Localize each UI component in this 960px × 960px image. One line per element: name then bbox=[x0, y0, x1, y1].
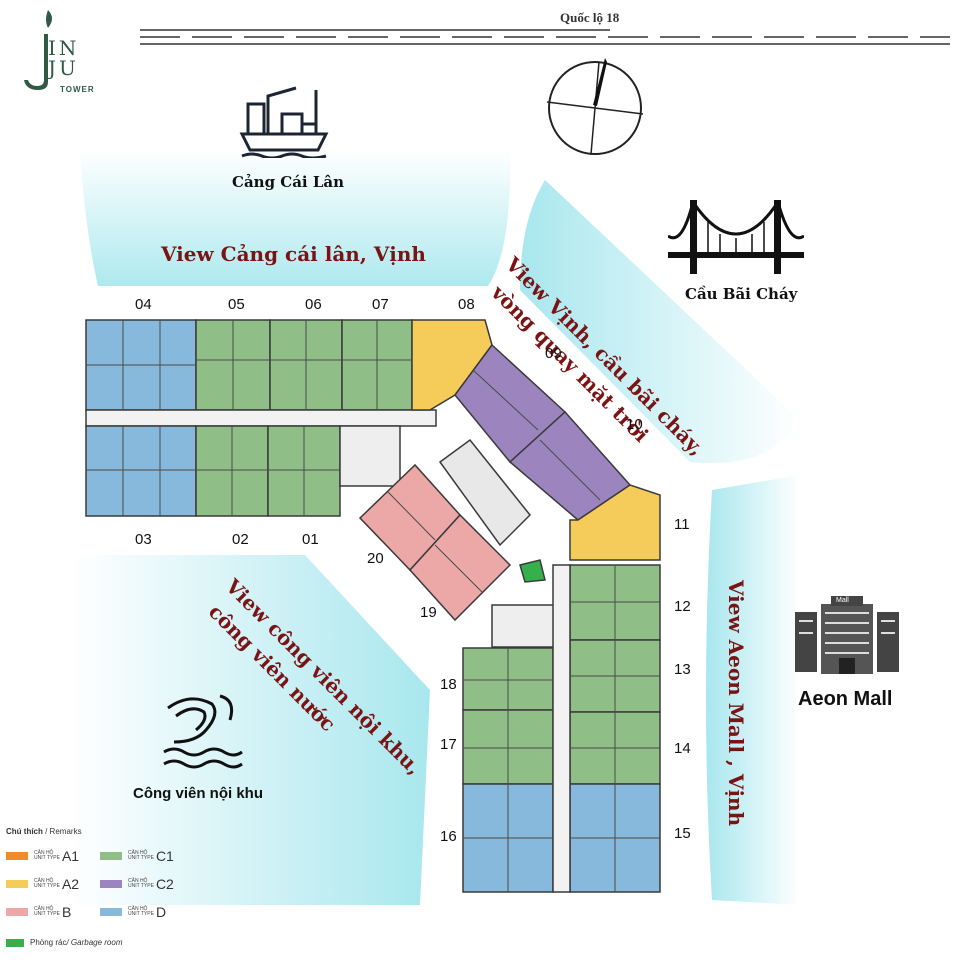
unit-number: 12 bbox=[674, 598, 691, 615]
unit-11 bbox=[569, 484, 661, 561]
port-label: Cảng Cái Lân bbox=[232, 173, 345, 191]
legend-code: D bbox=[155, 904, 167, 920]
legend-can-ho: CĂN HỘ bbox=[34, 878, 54, 884]
unit-number: 15 bbox=[674, 825, 691, 842]
road-label: Quốc lộ 18 bbox=[560, 10, 620, 25]
legend-code: B bbox=[61, 904, 72, 920]
legend-title-en: / Remarks bbox=[42, 827, 82, 836]
legend-title-vi: Chú thích bbox=[6, 827, 43, 836]
logo-tower: TOWER bbox=[60, 85, 95, 94]
unit-19 bbox=[408, 513, 512, 622]
unit-number: 20 bbox=[367, 550, 384, 567]
stair-west bbox=[339, 425, 401, 487]
legend-unit-type: UNIT TYPE bbox=[34, 911, 60, 917]
legend-swatch bbox=[100, 852, 122, 860]
corridor-west bbox=[85, 409, 437, 427]
logo-line-2: JU bbox=[48, 56, 79, 80]
unit-number: 07 bbox=[372, 296, 389, 313]
legend-unit-type: UNIT TYPE bbox=[128, 855, 154, 861]
compass-icon bbox=[546, 58, 644, 155]
legend-code: C1 bbox=[155, 848, 174, 864]
mall-sign: Mall bbox=[836, 597, 849, 604]
legend-code: C2 bbox=[155, 876, 174, 892]
legend-swatch bbox=[6, 852, 28, 860]
legend-code: A2 bbox=[61, 876, 80, 892]
unit-number: 02 bbox=[232, 531, 249, 548]
waterslide-icon bbox=[163, 694, 243, 769]
bridge-icon bbox=[668, 200, 804, 274]
legend-can-ho: CĂN HỘ bbox=[128, 850, 148, 856]
legend-unit-type: UNIT TYPE bbox=[128, 911, 154, 917]
legend-can-ho: CĂN HỘ bbox=[34, 906, 54, 912]
unit-03 bbox=[85, 425, 197, 517]
unit-number: 13 bbox=[674, 661, 691, 678]
ship-icon bbox=[239, 86, 329, 158]
unit-number: 09 bbox=[545, 345, 562, 362]
legend-unit-type: UNIT TYPE bbox=[34, 855, 60, 861]
legend-swatch bbox=[6, 938, 24, 947]
unit-number: 01 bbox=[302, 531, 319, 548]
logo-text: IN JU bbox=[48, 38, 79, 78]
corridor-south bbox=[552, 564, 571, 893]
legend-can-ho: CĂN HỘ bbox=[128, 878, 148, 884]
view-zone-bay bbox=[520, 180, 800, 464]
unit-number: 04 bbox=[135, 296, 152, 313]
legend-code: A1 bbox=[61, 848, 80, 864]
unit-number: 05 bbox=[228, 296, 245, 313]
bridge-label: Cầu Bãi Cháy bbox=[685, 285, 798, 303]
core-diagonal bbox=[438, 438, 532, 547]
garbage-room bbox=[519, 559, 546, 583]
legend-garbage-label-en: / Garbage room bbox=[66, 938, 123, 947]
unit-number: 18 bbox=[440, 676, 457, 693]
unit-number: 11 bbox=[674, 516, 690, 533]
legend-garbage-label: Phòng rác bbox=[30, 938, 67, 947]
legend-swatch bbox=[100, 880, 122, 888]
unit-number: 16 bbox=[440, 828, 457, 845]
unit-number: 17 bbox=[440, 736, 457, 753]
legend-item-garbage: Phòng rác / Garbage room bbox=[6, 938, 123, 947]
legend-can-ho: CĂN HỘ bbox=[128, 906, 148, 912]
legend-swatch bbox=[100, 908, 122, 916]
view-zone-park bbox=[70, 555, 430, 905]
stair-south bbox=[491, 604, 555, 648]
mall-label: Aeon Mall bbox=[798, 688, 893, 710]
mall-icon bbox=[795, 596, 899, 674]
unit-number: 06 bbox=[305, 296, 322, 313]
legend-swatch bbox=[6, 908, 28, 916]
logo-line-1: IN bbox=[48, 36, 80, 60]
logo-mark bbox=[24, 10, 52, 90]
road-lines bbox=[140, 29, 950, 45]
unit-number: 10 bbox=[626, 416, 643, 433]
unit-number: 14 bbox=[674, 740, 691, 757]
view-port-text: View Cảng cái lân, Vịnh bbox=[161, 242, 426, 266]
view-zone-port bbox=[80, 150, 511, 286]
legend-swatch bbox=[6, 880, 28, 888]
legend-title: Chú thích / Remarks bbox=[6, 827, 82, 836]
unit-number: 03 bbox=[135, 531, 152, 548]
unit-number: 08 bbox=[458, 296, 475, 313]
legend-unit-type: UNIT TYPE bbox=[128, 883, 154, 889]
park-label: Công viên nội khu bbox=[133, 785, 263, 802]
legend-unit-type: UNIT TYPE bbox=[34, 883, 60, 889]
unit-number: 19 bbox=[420, 604, 437, 621]
view-zone-aeon bbox=[706, 475, 800, 905]
legend-can-ho: CĂN HỘ bbox=[34, 850, 54, 856]
